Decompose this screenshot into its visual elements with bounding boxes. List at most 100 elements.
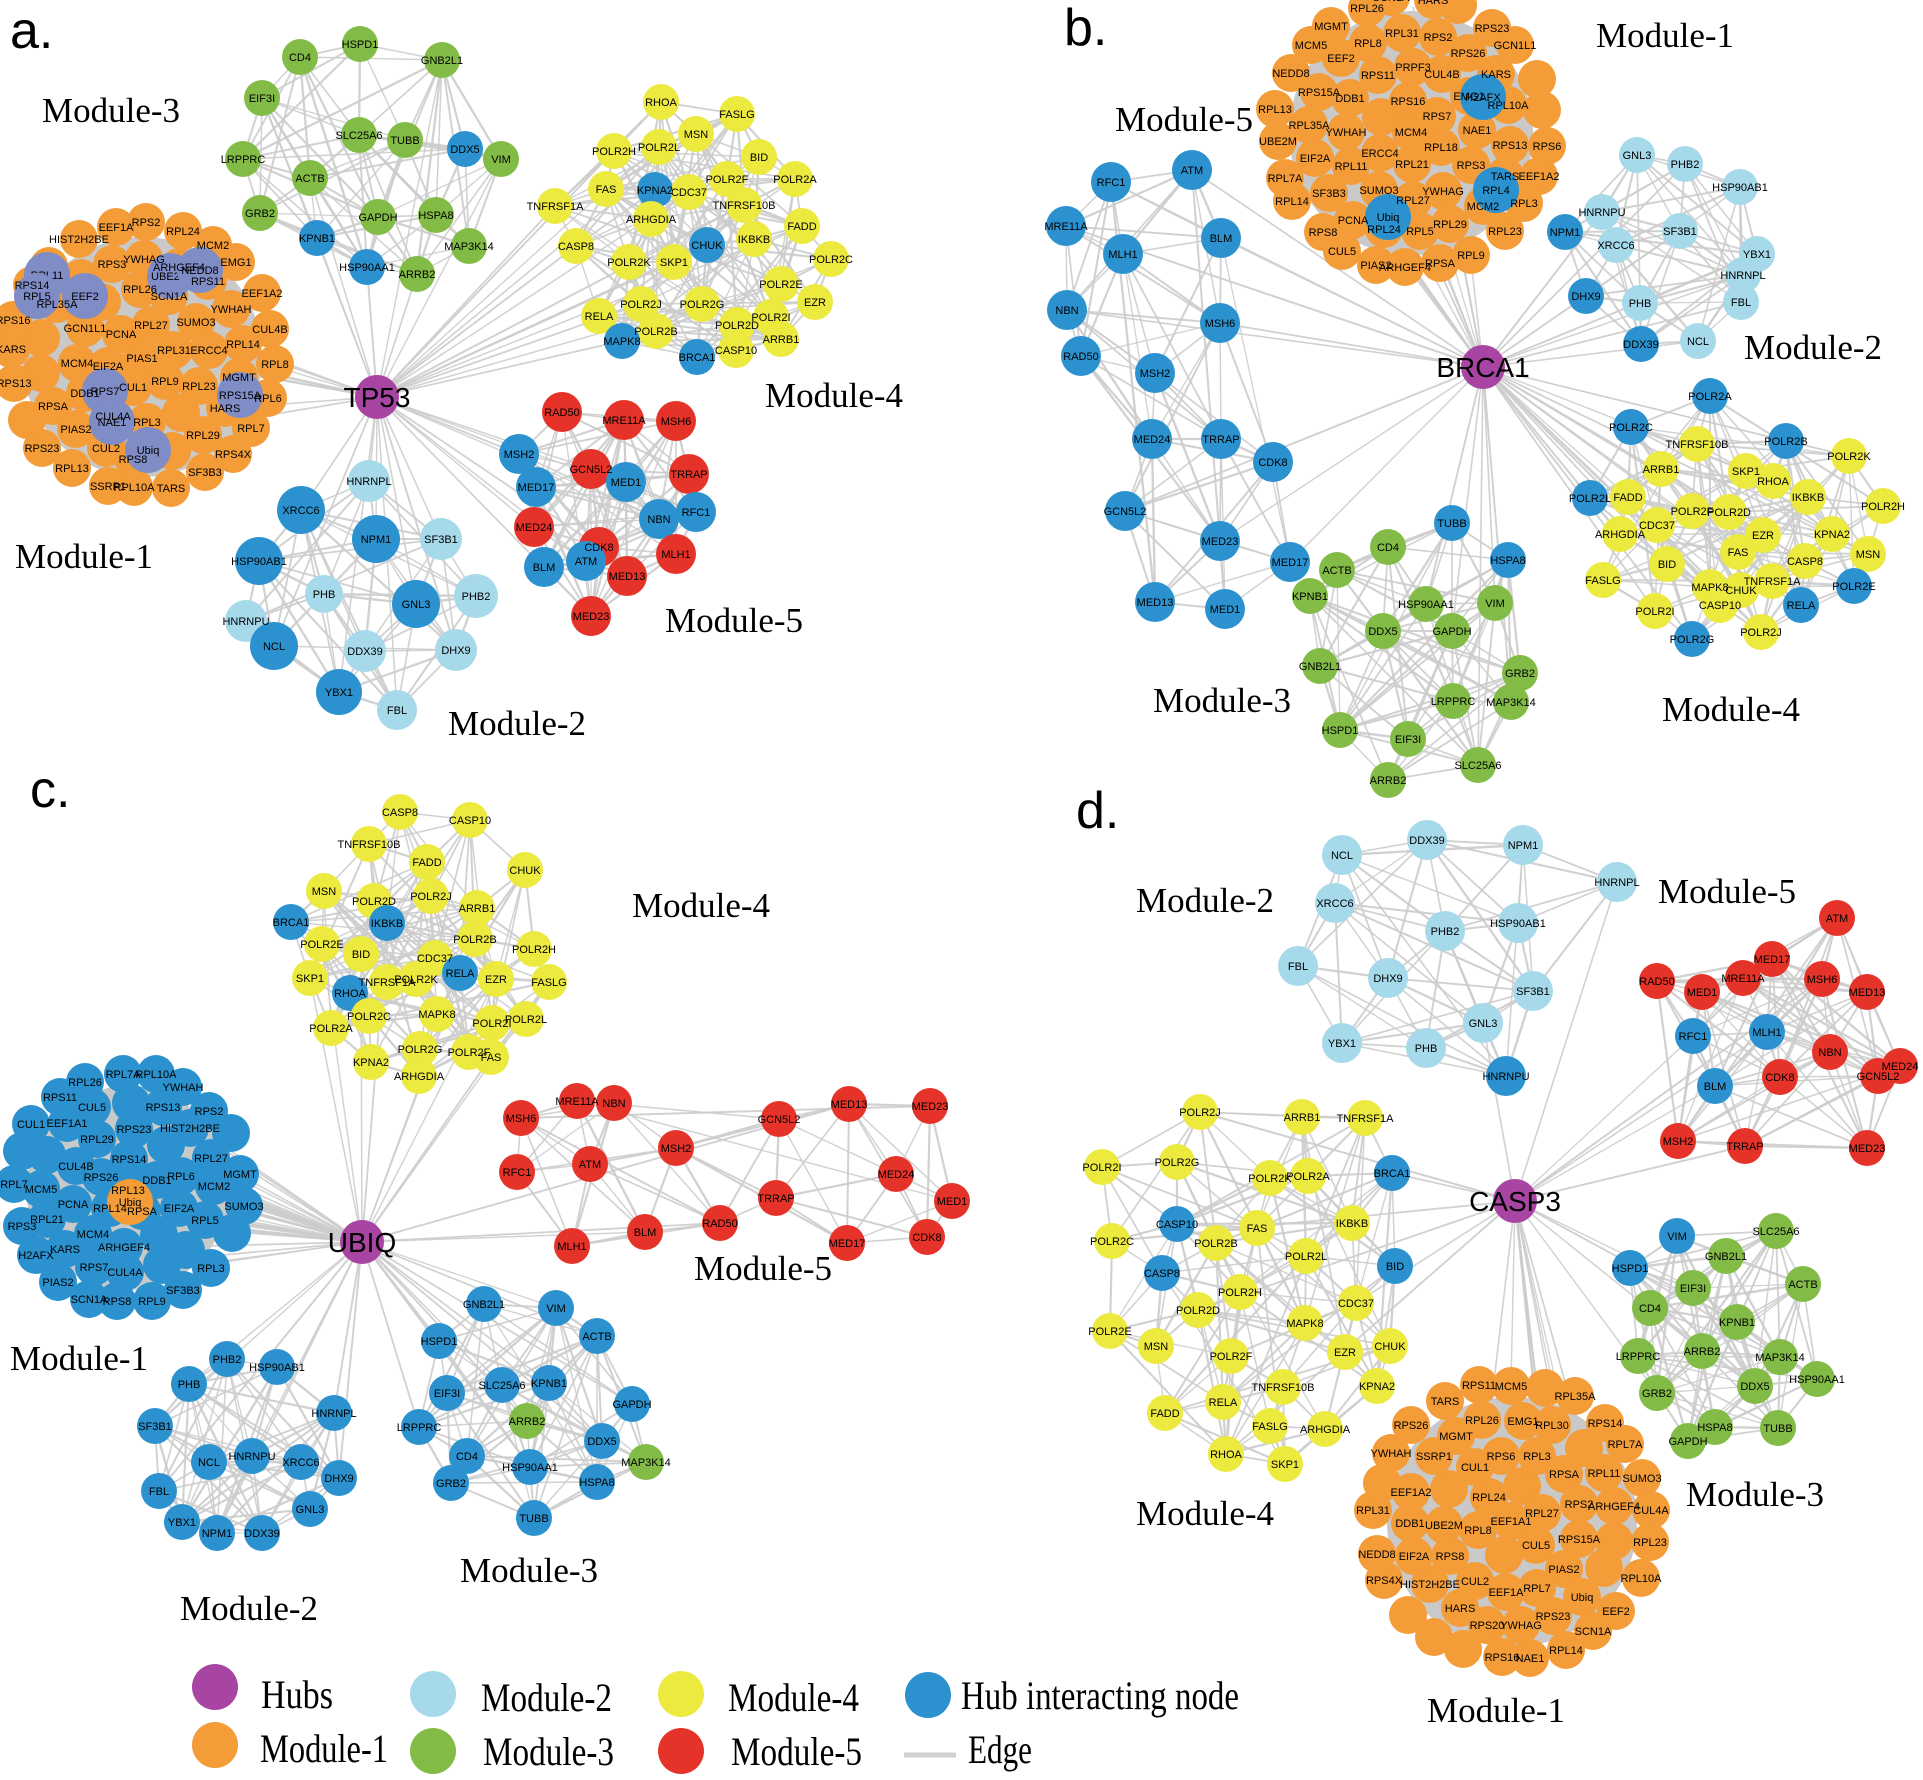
svg-text:MSH2: MSH2 bbox=[504, 449, 535, 461]
svg-text:Ubiq: Ubiq bbox=[1377, 212, 1400, 224]
svg-text:RPL23: RPL23 bbox=[1488, 226, 1522, 238]
svg-text:KPNA2: KPNA2 bbox=[1814, 529, 1850, 541]
svg-text:ARHGEF4: ARHGEF4 bbox=[153, 262, 205, 274]
svg-text:RPL14: RPL14 bbox=[1549, 1645, 1583, 1657]
svg-text:POLR2L: POLR2L bbox=[1569, 493, 1611, 505]
svg-text:Module-1: Module-1 bbox=[15, 537, 153, 576]
svg-text:RPS4X: RPS4X bbox=[1366, 1575, 1403, 1587]
svg-text:MSN: MSN bbox=[1856, 549, 1881, 561]
svg-text:KPNB1: KPNB1 bbox=[1719, 1317, 1755, 1329]
svg-text:MAP3K14: MAP3K14 bbox=[621, 1457, 671, 1469]
svg-text:PHB: PHB bbox=[1629, 298, 1652, 310]
svg-text:MED23: MED23 bbox=[1849, 1143, 1886, 1155]
svg-text:MLH1: MLH1 bbox=[1108, 249, 1137, 261]
svg-text:MED17: MED17 bbox=[829, 1238, 866, 1250]
svg-text:RPS8: RPS8 bbox=[1436, 1551, 1465, 1563]
svg-text:ACTB: ACTB bbox=[1322, 565, 1351, 577]
svg-text:KPNB1: KPNB1 bbox=[299, 233, 335, 245]
svg-text:Module-5: Module-5 bbox=[1115, 100, 1253, 139]
svg-text:SSRP1: SSRP1 bbox=[90, 481, 126, 493]
svg-text:MCM2: MCM2 bbox=[198, 1181, 230, 1193]
svg-text:CASP8: CASP8 bbox=[1787, 556, 1823, 568]
svg-text:VIM: VIM bbox=[1667, 1231, 1687, 1243]
svg-text:CUL5: CUL5 bbox=[1328, 246, 1356, 258]
svg-text:CUL2: CUL2 bbox=[92, 443, 120, 455]
svg-text:ARHGEF4: ARHGEF4 bbox=[1588, 1501, 1640, 1513]
svg-text:CASP10: CASP10 bbox=[715, 345, 757, 357]
svg-text:FADD: FADD bbox=[412, 857, 441, 869]
svg-text:HNRNPU: HNRNPU bbox=[228, 1451, 275, 1463]
svg-text:MGMT: MGMT bbox=[1314, 21, 1348, 33]
svg-text:CHUK: CHUK bbox=[1725, 585, 1757, 597]
svg-text:POLR2D: POLR2D bbox=[1176, 1305, 1220, 1317]
svg-text:RPS3: RPS3 bbox=[98, 259, 127, 271]
svg-text:RPS11: RPS11 bbox=[43, 1092, 77, 1104]
svg-text:RELA: RELA bbox=[1787, 600, 1816, 612]
svg-text:MGMT: MGMT bbox=[222, 372, 256, 384]
svg-text:NPM1: NPM1 bbox=[1550, 227, 1581, 239]
svg-text:CASP10: CASP10 bbox=[1156, 1219, 1198, 1231]
svg-text:FAS: FAS bbox=[1247, 1223, 1268, 1235]
svg-text:POLR2G: POLR2G bbox=[680, 299, 725, 311]
svg-text:RPL7A: RPL7A bbox=[1268, 173, 1304, 185]
svg-text:POLR2C: POLR2C bbox=[1609, 422, 1653, 434]
svg-text:SF3B3: SF3B3 bbox=[1312, 188, 1346, 200]
svg-text:BLM: BLM bbox=[634, 1227, 657, 1239]
svg-text:SCN1A: SCN1A bbox=[1575, 1626, 1612, 1638]
svg-text:RPS8: RPS8 bbox=[103, 1296, 132, 1308]
svg-text:EEF1A1: EEF1A1 bbox=[1491, 1516, 1532, 1528]
svg-text:SF3B1: SF3B1 bbox=[424, 534, 458, 546]
svg-text:Module-4: Module-4 bbox=[765, 376, 903, 415]
svg-text:TRRAP: TRRAP bbox=[1726, 1141, 1763, 1153]
svg-text:PIAS2: PIAS2 bbox=[42, 1277, 73, 1289]
svg-text:RFC1: RFC1 bbox=[503, 1167, 532, 1179]
svg-text:RPL35A: RPL35A bbox=[37, 299, 79, 311]
svg-text:RHOA: RHOA bbox=[645, 97, 677, 109]
svg-text:LRPPRC: LRPPRC bbox=[1431, 696, 1476, 708]
svg-text:UBE2M: UBE2M bbox=[1425, 1520, 1463, 1532]
svg-text:HSPD1: HSPD1 bbox=[421, 1336, 458, 1348]
svg-text:SLC25A6: SLC25A6 bbox=[1454, 760, 1501, 772]
svg-text:VIM: VIM bbox=[491, 154, 511, 166]
svg-text:IKBKB: IKBKB bbox=[1792, 492, 1824, 504]
svg-text:BID: BID bbox=[1386, 1261, 1404, 1273]
svg-text:SCN1A: SCN1A bbox=[71, 1294, 108, 1306]
svg-text:RPL10A: RPL10A bbox=[114, 482, 156, 494]
svg-text:HNRNPL: HNRNPL bbox=[346, 476, 391, 488]
svg-text:MSN: MSN bbox=[1144, 1341, 1169, 1353]
svg-text:HSPA8: HSPA8 bbox=[1697, 1422, 1732, 1434]
svg-text:MED23: MED23 bbox=[912, 1101, 949, 1113]
svg-text:POLR2J: POLR2J bbox=[1179, 1107, 1221, 1119]
svg-text:CDC37: CDC37 bbox=[417, 953, 453, 965]
svg-text:HNRNPU: HNRNPU bbox=[1578, 207, 1625, 219]
svg-text:POLR2D: POLR2D bbox=[352, 896, 396, 908]
svg-text:TARS: TARS bbox=[1431, 1396, 1460, 1408]
svg-text:POLR2B: POLR2B bbox=[453, 934, 496, 946]
svg-text:SUMO3: SUMO3 bbox=[1359, 185, 1398, 197]
svg-text:RPS14: RPS14 bbox=[15, 280, 50, 292]
svg-text:MCM5: MCM5 bbox=[1495, 1381, 1527, 1393]
svg-text:GAPDH: GAPDH bbox=[612, 1399, 651, 1411]
svg-text:VIM: VIM bbox=[546, 1303, 566, 1315]
svg-text:EIF2A: EIF2A bbox=[164, 1203, 195, 1215]
svg-text:MAP3K14: MAP3K14 bbox=[1486, 697, 1536, 709]
svg-text:GCN1L1: GCN1L1 bbox=[1494, 40, 1537, 52]
svg-text:YBX1: YBX1 bbox=[325, 687, 353, 699]
svg-text:SUMO3: SUMO3 bbox=[1622, 1473, 1661, 1485]
svg-text:POLR2F: POLR2F bbox=[706, 174, 749, 186]
svg-text:SCN1A: SCN1A bbox=[151, 291, 188, 303]
svg-text:MSH6: MSH6 bbox=[1205, 318, 1236, 330]
svg-text:Module-5: Module-5 bbox=[665, 601, 803, 640]
svg-text:NBN: NBN bbox=[1055, 305, 1078, 317]
svg-text:YWHAH: YWHAH bbox=[163, 1082, 204, 1094]
svg-text:POLR2A: POLR2A bbox=[1688, 391, 1732, 403]
svg-text:FAS: FAS bbox=[1728, 547, 1749, 559]
svg-text:CDK8: CDK8 bbox=[1258, 457, 1287, 469]
svg-text:MCM2: MCM2 bbox=[197, 240, 229, 252]
svg-text:POLR2G: POLR2G bbox=[398, 1044, 443, 1056]
svg-text:Module-3: Module-3 bbox=[483, 1729, 614, 1774]
svg-text:KPNA2: KPNA2 bbox=[637, 185, 673, 197]
svg-text:Module-2: Module-2 bbox=[481, 1675, 612, 1720]
svg-text:ATM: ATM bbox=[579, 1159, 601, 1171]
svg-text:CASP8: CASP8 bbox=[1144, 1268, 1180, 1280]
